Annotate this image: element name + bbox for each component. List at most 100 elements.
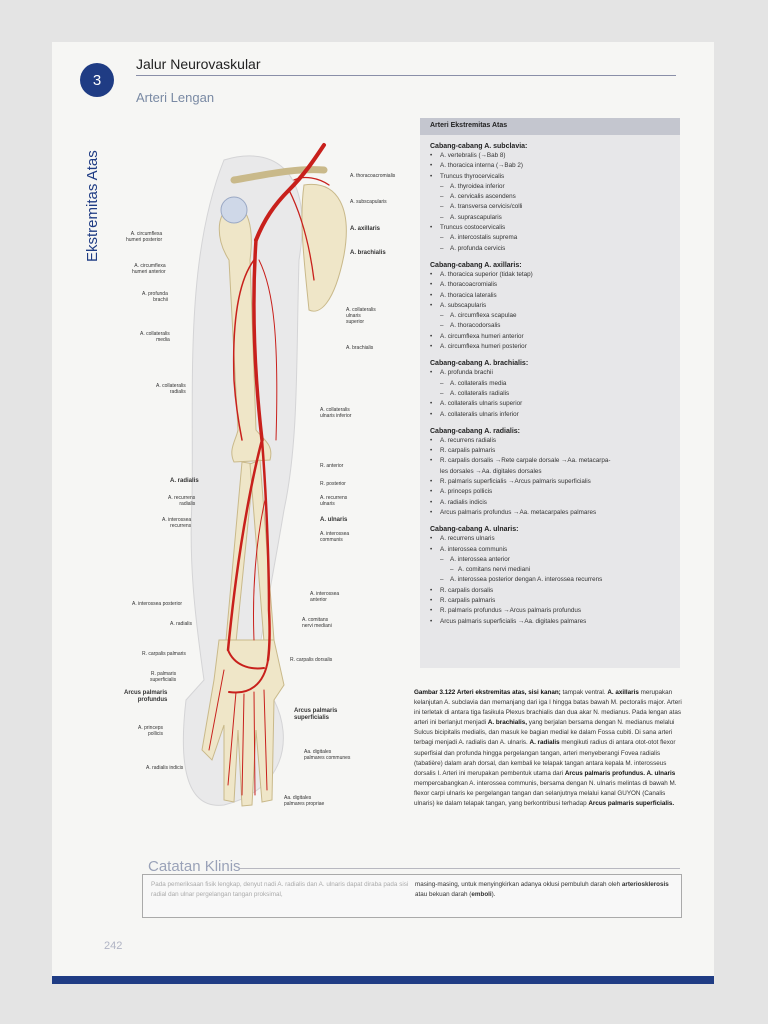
table-list-item: A. vertebralis (→Bab 8) [430,151,672,162]
label-circumflexa-humeri-anterior: A. circumflexa humeri anterior [132,263,166,275]
table-list-item: A. subscapularis [430,301,672,312]
clinical-note-right: masing-masing, untuk menyingkirkan adany… [415,880,677,900]
figure-caption: Gambar 3.122 Arteri ekstremitas atas, si… [414,688,682,809]
table-list-item: A. thyroidea inferior [430,182,672,193]
table-group: Cabang-cabang A. brachialis:A. profunda … [420,360,680,421]
table-list-item: A. suprascapularis [430,213,672,224]
clinical-bold-arteriosklerosis: arteriosklerosis [621,881,669,888]
label-recurrens-radialis: A. recurrens radialis [168,495,196,507]
label-radialis-lower: A. radialis [170,621,192,627]
table-list-item: A. thoracica superior (tidak tetap) [430,270,672,281]
label-interossea-posterior: A. interossea posterior [132,601,183,607]
table-group: Cabang-cabang A. axillaris:A. thoracica … [420,261,680,353]
table-list-item: A. cervicalis ascendens [430,192,672,203]
clinical-note-left: Pada pemeriksaan fisik lengkap, denyut n… [151,881,409,898]
table-list-item: Arcus palmaris profundus →Aa. metacarpal… [430,508,672,519]
caption-bold-1: A. axillaris [607,689,639,696]
caption-text-3: mengikuti radius di antara otot-otot fle… [414,739,676,777]
label-comitans-nervi-mediani: A. comitans nervi mediani [302,617,332,629]
table-list-item: A. interossea posterior dengan A. intero… [430,575,672,586]
table-list-item: R. carpalis dorsalis →Rete carpale dorsa… [430,456,672,467]
clinical-bold-emboli: emboli [471,891,492,898]
table-list-item: A. thoracica lateralis [430,291,672,302]
clinical-note-title: Catatan Klinis [148,858,241,875]
caption-text-4: mempercabangkan A. interossea communis, … [414,779,677,808]
table-list-item: Arcus palmaris superficialis →Aa. digita… [430,617,672,628]
caption-view: tampak ventral. [560,689,606,696]
caption-text-2: yang berjalan bersama dengan N. medianus… [414,719,675,747]
clinical-text-c: atau bekuan darah ( [415,891,472,898]
side-chapter-label: Ekstremitas Atas [84,150,101,262]
table-list-item: A. princeps pollicis [430,487,672,498]
table-list-item: A. interossea anterior [430,555,672,566]
label-arcus-palmaris-profundus: Arcus palmaris profundus [124,690,168,703]
caption-bold-4: Arcus palmaris profundus. A. ulnaris [564,769,676,777]
label-brachialis-upper: A. brachialis [350,250,386,256]
table-list-item: A. collateralis ulnaris inferior [430,410,672,421]
label-collateralis-media: A. collateralis media [140,331,170,343]
table-group: Cabang-cabang A. radialis:A. recurrens r… [420,427,680,519]
label-collateralis-ulnaris-superior: A. collateralis ulnaris superior [346,307,376,325]
label-interossea-anterior: A. interossea anterior [310,591,340,603]
table-list-item: A. profunda brachii [430,368,672,379]
label-brachialis-lower: A. brachialis [346,345,374,351]
chapter-badge: 3 [80,63,114,97]
running-header-title: Jalur Neurovaskular [136,56,261,72]
table-list-item: A. recurrens ulnaris [430,534,672,545]
table-title: Arteri Ekstremitas Atas [420,118,680,135]
caption-text-1: merupakan kelanjutan A. subclavia dan me… [414,689,682,727]
page-number: 242 [104,940,123,952]
clinical-note-rule [240,868,680,869]
clinical-note-box: Pada pemeriksaan fisik lengkap, denyut n… [142,874,682,918]
label-radialis-indicis: A. radialis indicis [146,765,184,771]
table-list-item: A. comitans nervi mediani [430,565,672,576]
table-groups: Cabang-cabang A. subclavia:A. vertebrali… [420,143,680,627]
table-list-item: Truncus thyrocervicalis [430,172,672,183]
table-group-title: Cabang-cabang A. ulnaris: [430,526,519,534]
label-digitales-palmares-communes: Aa. digitales palmares communes [304,749,351,761]
table-list-item: A. thoracoacromialis [430,280,672,291]
table-list-item: R. carpalis dorsalis [430,586,672,597]
label-arcus-palmaris-superficialis: Arcus palmaris superficialis [294,708,338,721]
table-list-item: les dorsales →Aa. digitales dorsales [440,467,542,475]
label-interossea-communis: A. interossea communis [320,531,350,543]
label-princeps-pollicis: A. princeps pollicis [138,725,164,737]
table-list-item: A. intercostalis suprema [430,233,672,244]
label-r-carpalis-palmaris: R. carpalis palmaris [142,651,186,657]
table-list-item: A. circumflexa humeri posterior [430,342,672,353]
table-group-title: Cabang-cabang A. axillaris: [430,261,522,269]
label-digitales-palmares-propriae: Aa. digitales palmares propriae [284,795,325,807]
table-list-item: A. interossea communis [430,545,672,556]
caption-bold-5: Arcus palmaris superficialis. [588,800,675,808]
label-r-palmaris-superficialis: R. palmaris superficialis [150,671,177,683]
header-divider [136,75,676,76]
arteries-table: Arteri Ekstremitas Atas Cabang-cabang A.… [420,118,680,668]
label-thoracoacromialis: A. thoracoacromialis [350,173,396,179]
bottom-color-band [52,976,714,984]
section-subtitle: Arteri Lengan [136,90,215,105]
label-axillaris: A. axillaris [350,226,381,232]
table-list-item: R. palmaris superficialis →Arcus palmari… [430,477,672,488]
table-group: Cabang-cabang A. ulnaris:A. recurrens ul… [420,526,680,627]
label-r-posterior: R. posterior [320,481,346,487]
label-subscapularis: A. subscapularis [350,199,387,205]
clinical-text-e: ). [491,891,496,898]
table-list-item: A. radialis indicis [430,498,672,509]
table-list-item: A. transversa cervicis/colli [430,202,672,213]
table-list-item: A. circumflexa scapulae [430,311,672,322]
label-profunda-brachii: A. profunda brachii [142,291,168,303]
table-group-title: Cabang-cabang A. radialis: [430,427,520,435]
label-ulnaris: A. ulnaris [320,517,348,523]
table-list-item: A. recurrens radialis [430,436,672,447]
table-list-item: R. palmaris profundus →Arcus palmaris pr… [430,606,672,617]
table-list-item: R. carpalis palmaris [430,596,672,607]
label-collateralis-ulnaris-inferior: A. collateralis ulnaris inferior [320,407,352,419]
table-list-item: Truncus costocervicalis [430,223,672,234]
label-circumflexa-humeri-posterior: A. circumflexa humeri posterior [126,231,163,243]
table-list-item: A. collateralis media [430,379,672,390]
table-group-title: Cabang-cabang A. brachialis: [430,360,529,368]
table-list-item: A. circumflexa humeri anterior [430,332,672,343]
table-list-item: R. carpalis palmaris [430,446,672,457]
table-list-item: A. thoracica interna (→Bab 2) [430,161,672,172]
caption-bold-2: A. brachialis, [487,719,528,727]
